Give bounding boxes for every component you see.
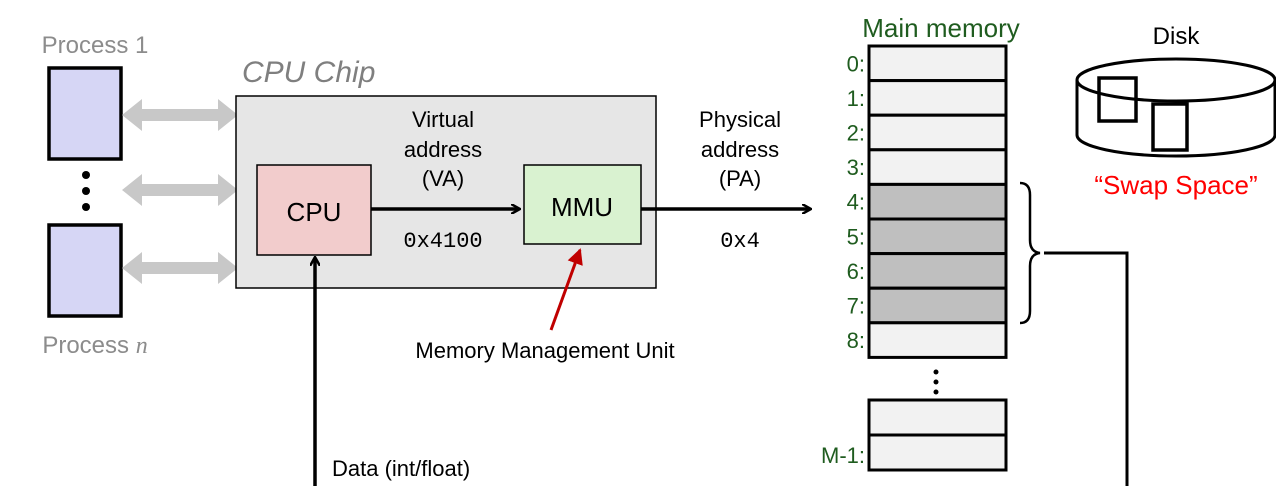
memory-rows: 0: 1: 2: 3: 4: 5: 6: 7: 8: [847, 44, 1008, 359]
memory-cell-0 [867, 44, 1008, 83]
mmu-box [523, 164, 642, 245]
memory-cell-6 [867, 252, 1008, 290]
physical-address: Physical address (PA) 0x4 [641, 107, 810, 254]
data-bus-label: Data (int/float) [332, 456, 470, 481]
memory-label-1: 1: [847, 86, 865, 111]
va-label-line2: address [404, 137, 482, 162]
memory-label-last: M-1: [821, 443, 865, 468]
swap-space-label: “Swap Space” [1094, 170, 1257, 200]
memory-cell-2 [867, 113, 1008, 152]
pa-value: 0x4 [720, 229, 760, 254]
disk-title: Disk [1153, 23, 1201, 50]
main-memory: Main memory 0: 1: 2: 3: 4: 5: 6: 7: 8: M-1: [821, 13, 1129, 486]
memory-cell-8 [867, 321, 1008, 359]
memory-label-4: 4: [847, 190, 865, 215]
cpu-label: CPU [287, 197, 342, 227]
cpu-chip-title: CPU Chip [242, 56, 375, 89]
process-double-arrows [122, 99, 238, 284]
memory-label-8: 8: [847, 328, 865, 353]
process-n-box [47, 223, 123, 318]
memory-cell-3 [867, 148, 1008, 186]
mmu-callout-label: Memory Management Unit [415, 338, 674, 363]
mmu-callout-arrow [549, 248, 583, 331]
memory-label-0: 0: [847, 51, 865, 76]
memory-cell-7 [867, 286, 1008, 325]
data-bus: Data (int/float) [315, 258, 470, 486]
processes: Process 1 Process n [42, 32, 238, 359]
process-1-box [47, 66, 123, 161]
memory-cell-5 [867, 217, 1008, 256]
va-label-line1: Virtual [412, 107, 474, 132]
memory-label-3: 3: [847, 155, 865, 180]
memory-cell-1 [867, 79, 1008, 117]
memory-cell-4 [867, 182, 1008, 221]
cpu-chip: CPU Chip CPU MMU Virtual address (VA) 0x… [235, 56, 675, 363]
process-n-label: Process n [42, 332, 147, 359]
cpu-box [256, 164, 372, 256]
va-label-line3: (VA) [422, 166, 464, 191]
double-arrow-1 [122, 99, 238, 131]
swap-connector-line [1044, 251, 1129, 486]
va-value: 0x4100 [403, 229, 482, 254]
pa-label-line1: Physical [699, 107, 781, 132]
memory-label-7: 7: [847, 294, 865, 319]
disk-icon [1075, 57, 1276, 158]
process-ellipsis [82, 171, 90, 211]
shaded-pages-brace [1019, 181, 1041, 325]
pa-label-line3: (PA) [719, 166, 761, 191]
memory-cell-extra [867, 398, 1008, 437]
double-arrow-2 [122, 174, 238, 206]
pa-label-line2: address [701, 137, 779, 162]
main-memory-title: Main memory [862, 13, 1019, 43]
memory-cell-last [867, 433, 1008, 472]
mmu-label: MMU [551, 192, 613, 222]
memory-label-2: 2: [847, 121, 865, 146]
memory-ellipsis [933, 369, 939, 395]
double-arrow-3 [122, 252, 238, 284]
memory-label-5: 5: [847, 224, 865, 249]
process-1-label: Process 1 [42, 32, 149, 59]
disk: Disk “Swap Space” [1075, 23, 1276, 200]
memory-label-6: 6: [847, 259, 865, 284]
